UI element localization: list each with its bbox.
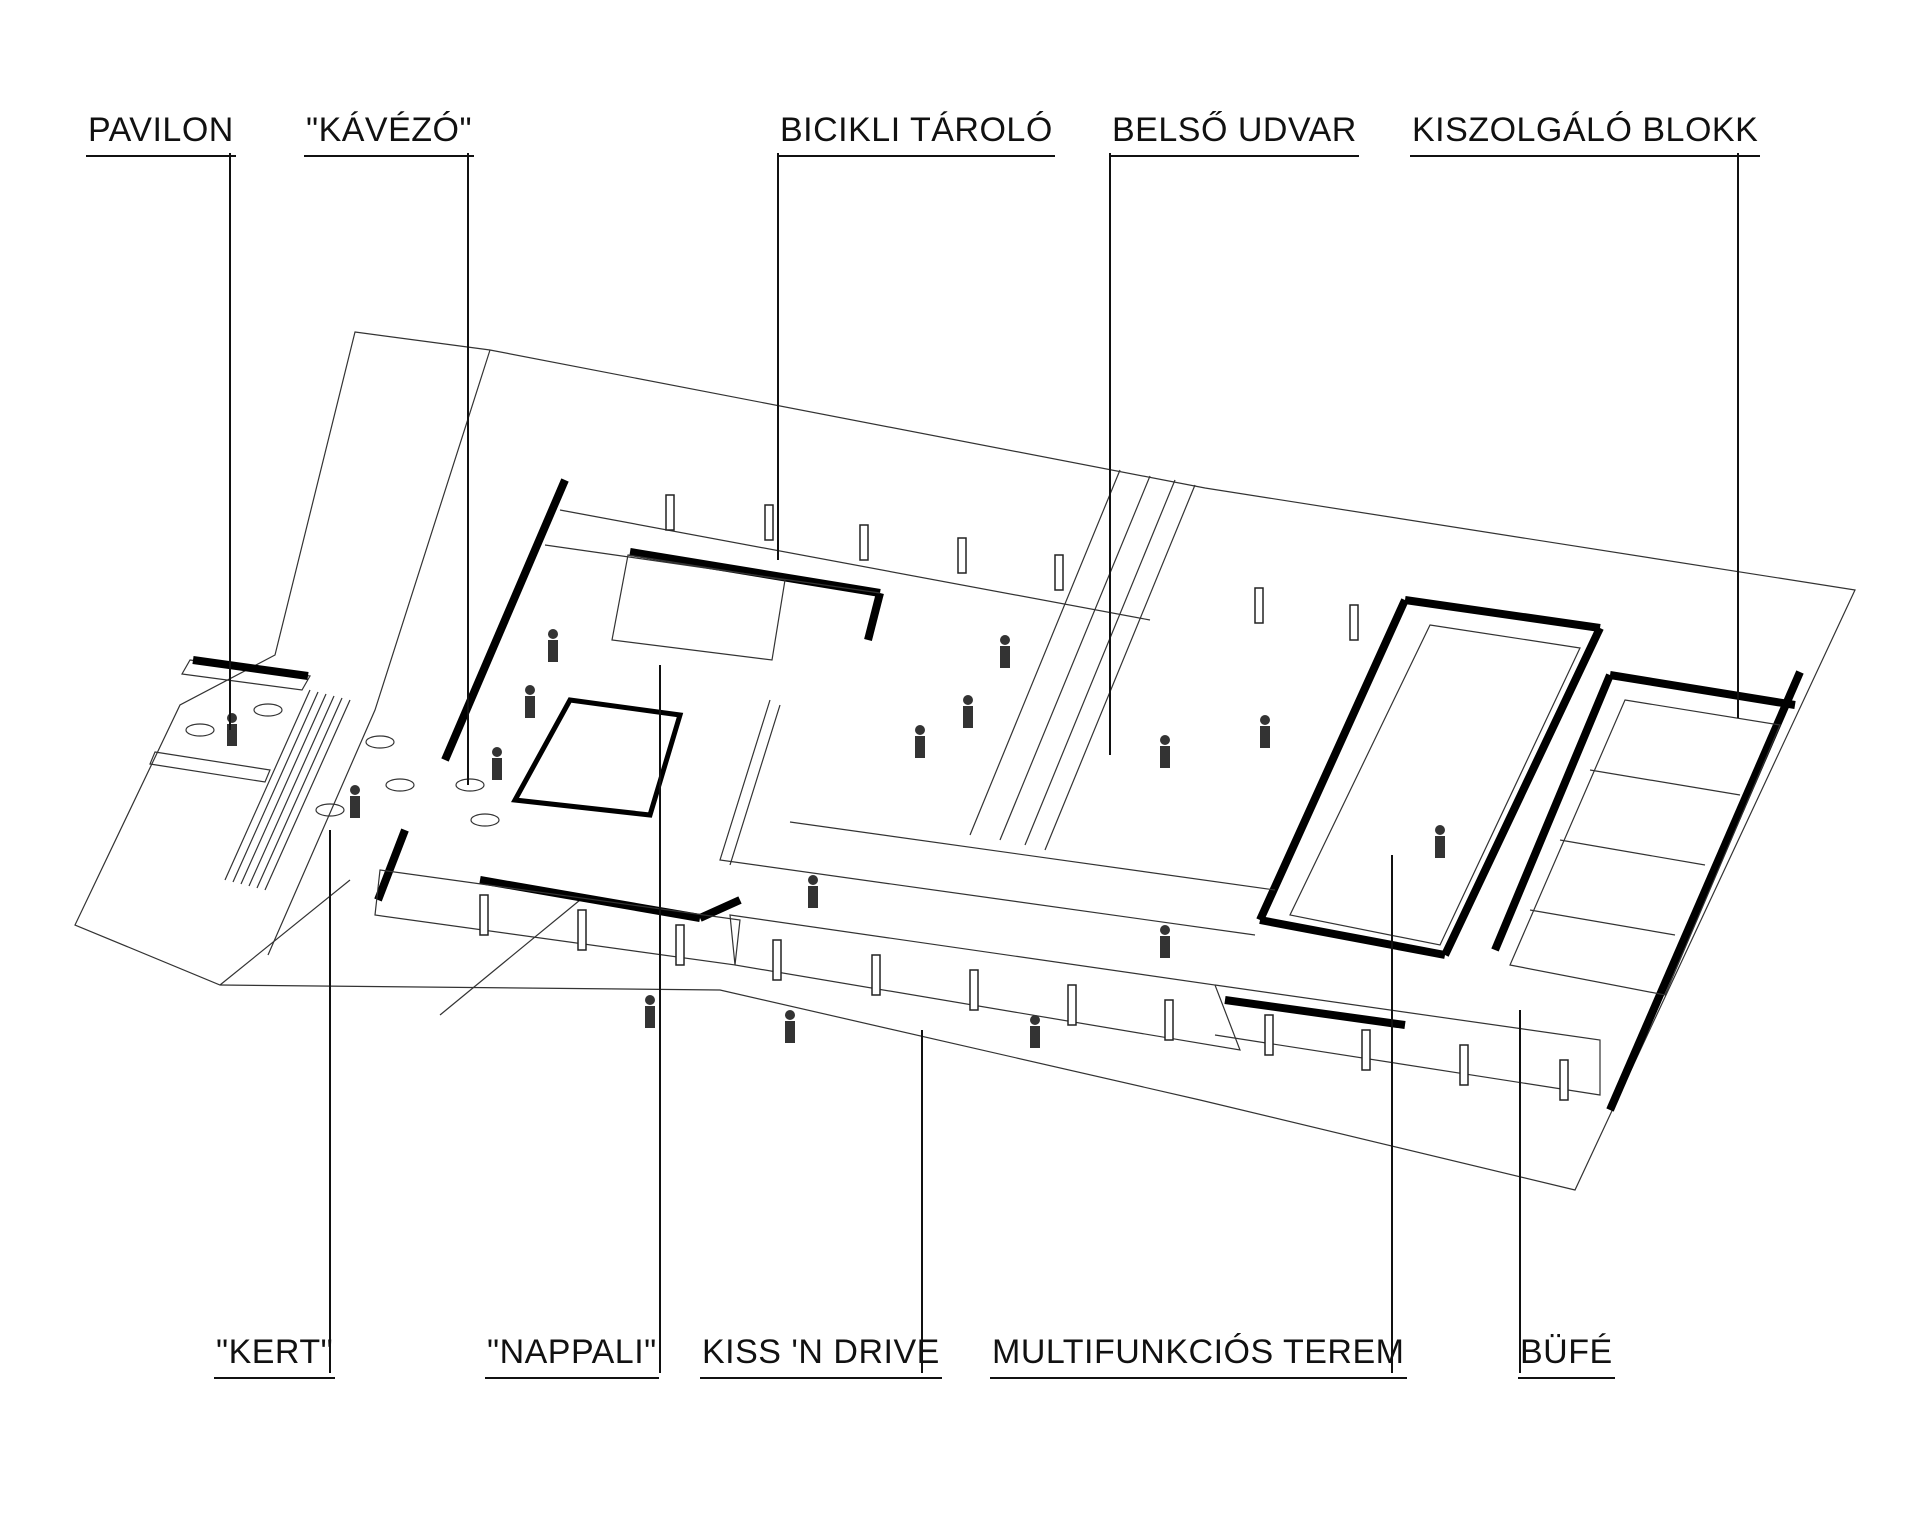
wall-west: [441, 478, 569, 762]
service-rooms-4: [1529, 909, 1676, 936]
wall-service-left: [1491, 673, 1614, 952]
wall-multi-bottom: [1259, 916, 1446, 959]
wall-multi-left: [1256, 598, 1409, 922]
tables: [185, 703, 500, 827]
facade-court: [789, 821, 1276, 891]
wall-nappali-top: [629, 548, 881, 597]
leader-lines: [229, 153, 1739, 1373]
service-rooms-2: [1589, 769, 1741, 796]
people: [227, 629, 1445, 1048]
wall-pavilion-box: [192, 656, 309, 680]
pavilon-base: [149, 751, 271, 783]
service-rooms-3: [1559, 839, 1706, 866]
label-kiss-n-drive: KISS 'N DRIVE: [700, 1335, 942, 1379]
wall-nappali-inner: [511, 697, 684, 818]
label-nappali: "NAPPALI": [485, 1335, 659, 1379]
seating: [611, 554, 786, 661]
corridor: [719, 699, 1256, 936]
site-strip: [1024, 479, 1176, 846]
site-strip: [219, 879, 351, 986]
wall-service-top: [1609, 671, 1796, 709]
label-multifunkcios-terem: MULTIFUNKCIÓS TEREM: [990, 1335, 1407, 1379]
wall-bufe-bottom: [1224, 996, 1406, 1029]
wall-west-lower: [374, 828, 409, 902]
site-strip: [999, 475, 1151, 841]
columns: [479, 494, 1569, 1101]
site-strip: [969, 469, 1121, 836]
label-bufe: BÜFÉ: [1518, 1335, 1615, 1379]
service-rooms: [1509, 699, 1781, 996]
label-kiszolgalo-blokk: KISZOLGÁLÓ BLOKK: [1410, 113, 1761, 157]
stairs: [224, 689, 351, 891]
facade-south: [729, 914, 1241, 1051]
label-bicikli-tarolo: BICIKLI TÁROLÓ: [778, 113, 1055, 157]
site-strip: [439, 899, 581, 1016]
facade-east: [1214, 984, 1601, 1096]
corridor-2: [729, 704, 781, 866]
facade-south-2: [374, 869, 741, 966]
label-belso-udvar: BELSŐ UDVAR: [1110, 113, 1359, 157]
site-strip: [1044, 484, 1196, 851]
site-strip: [267, 349, 491, 956]
site-strip: [559, 509, 1151, 621]
wall-service-right: [1606, 670, 1804, 1112]
site-outline: [74, 331, 1856, 1191]
wall-nappali-right: [864, 592, 884, 641]
label-kavezo: "KÁVÉZÓ": [304, 113, 475, 157]
label-pavilon: PAVILON: [86, 113, 236, 157]
multi-inner: [1289, 624, 1581, 946]
wall-multi-top: [1404, 596, 1601, 632]
wall-multi-right: [1441, 626, 1604, 957]
label-kert: "KERT": [214, 1335, 336, 1379]
